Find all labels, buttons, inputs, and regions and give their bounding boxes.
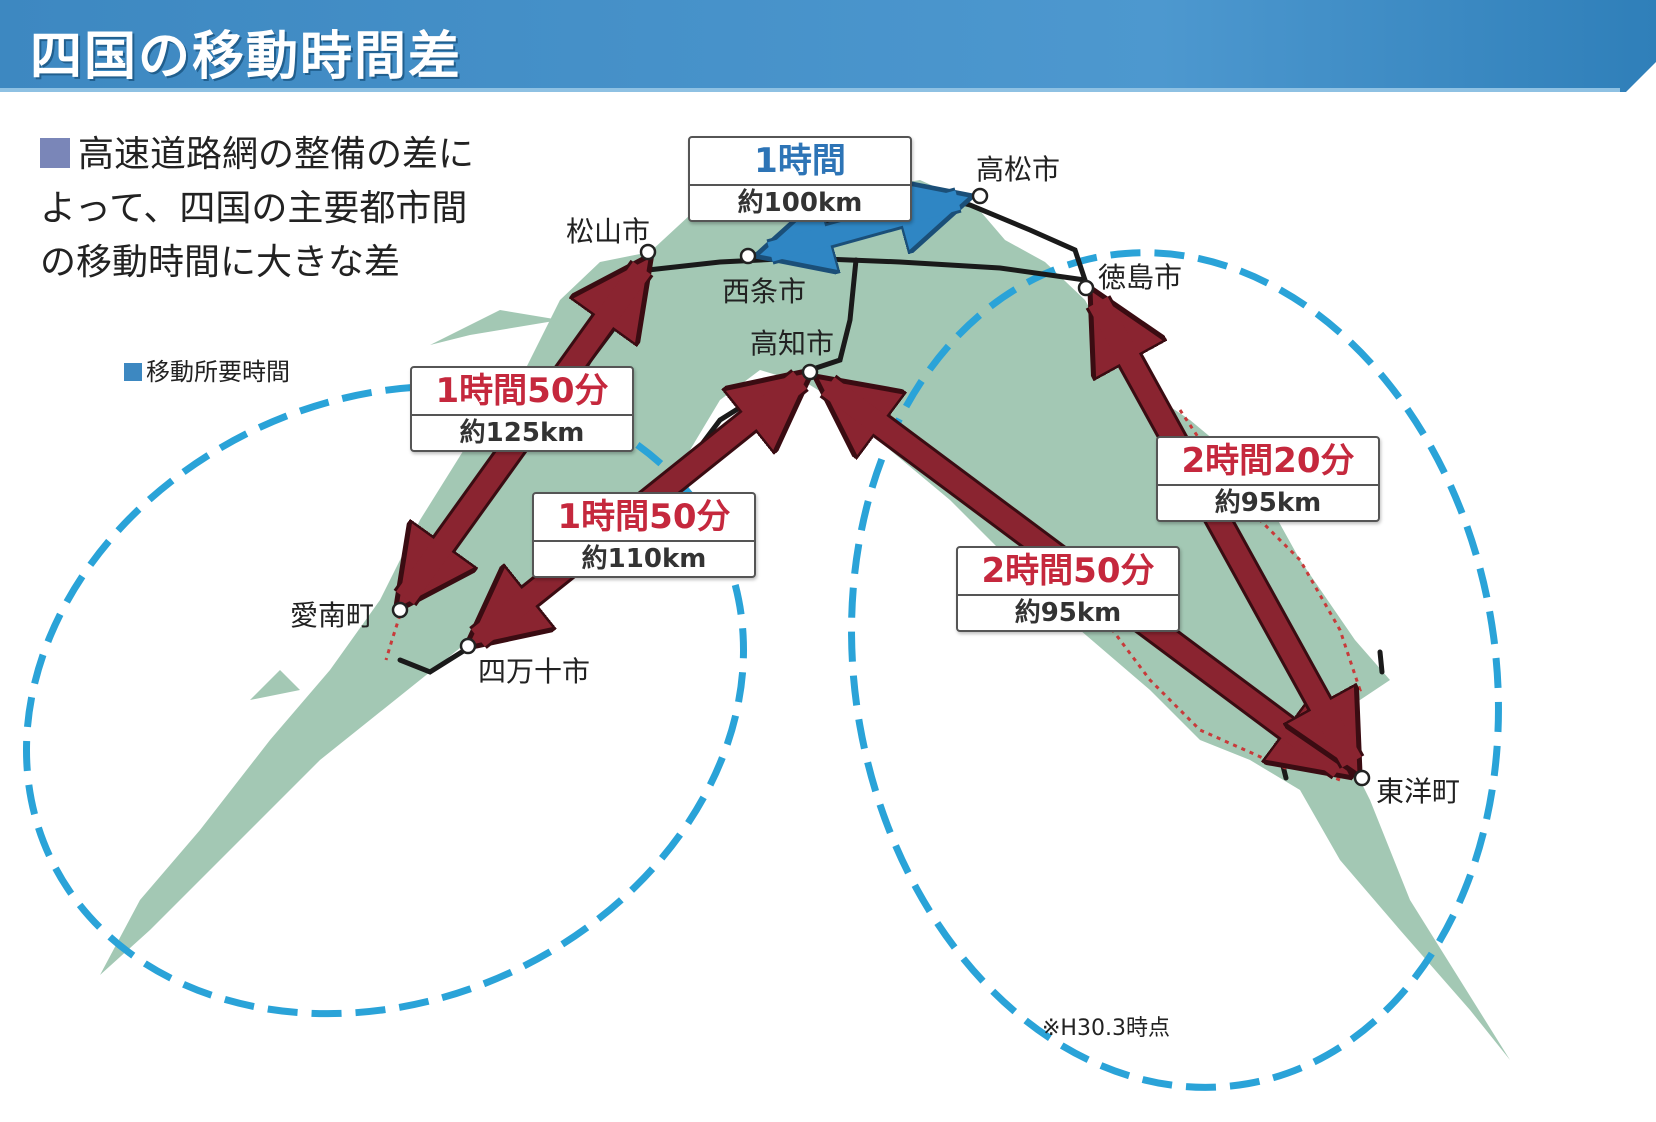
bullet-square-icon [40, 138, 70, 168]
marker-saijo [739, 247, 757, 265]
route-distance: 約100km [737, 188, 863, 218]
header-underline [0, 88, 1620, 92]
city-label-matsuyama: 松山市 [566, 215, 651, 248]
city-label-saijo: 西条市 [722, 275, 807, 308]
route-time: 2時間20分 [1158, 438, 1378, 486]
route-label-saijo-takamatsu: 1時間 約100km [688, 136, 912, 222]
marker-matsuyama [639, 243, 657, 261]
marker-toyo [1353, 769, 1371, 787]
note-line-3: の移動時間に大きな差 [40, 242, 401, 283]
city-label-kochi: 高知市 [750, 327, 835, 360]
marker-takamatsu [971, 187, 989, 205]
route-time: 1時間 [690, 138, 910, 186]
legend-square-icon [124, 363, 142, 381]
legend: 移動所要時間 [124, 352, 290, 387]
route-distance: 約110km [581, 544, 707, 574]
source-note: ※H30.3時点 [1042, 1016, 1170, 1041]
note-line-1: 高速道路網の整備の差に [78, 134, 475, 175]
city-label-takamatsu: 高松市 [976, 153, 1061, 186]
route-label-kochi-shimanto: 1時間50分 約110km [532, 492, 756, 578]
marker-kochi [801, 363, 819, 381]
city-label-toyo: 東洋町 [1376, 775, 1461, 808]
route-label-matsuyama-ainan: 1時間50分 約125km [410, 366, 634, 452]
city-label-tokushima: 徳島市 [1098, 261, 1183, 294]
route-label-tokushima-toyo: 2時間20分 約95km [1156, 436, 1380, 522]
route-distance: 約95km [1214, 488, 1322, 518]
note-line-2: よって、四国の主要都市間 [40, 188, 468, 229]
city-label-ainan: 愛南町 [290, 599, 375, 632]
route-distance: 約125km [459, 418, 585, 448]
marker-tokushima [1077, 279, 1095, 297]
route-time: 1時間50分 [534, 494, 754, 542]
route-label-kochi-toyo: 2時間50分 約95km [956, 546, 1180, 632]
marker-shimanto [459, 637, 477, 655]
page-title: 四国の移動時間差 [30, 27, 463, 87]
legend-label: 移動所要時間 [146, 358, 290, 386]
route-distance: 約95km [1014, 598, 1122, 628]
route-time: 2時間50分 [958, 548, 1178, 596]
route-time: 1時間50分 [412, 368, 632, 416]
city-label-shimanto: 四万十市 [478, 655, 591, 688]
header-bar: 四国の移動時間差 [0, 0, 1656, 92]
marker-ainan [391, 601, 409, 619]
description-note: 高速道路網の整備の差に よって、四国の主要都市間 の移動時間に大きな差 [40, 128, 560, 290]
